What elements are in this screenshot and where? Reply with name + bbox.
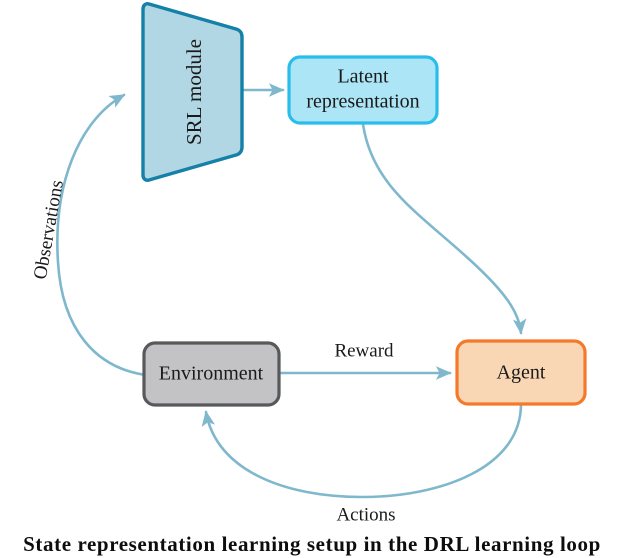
node-srl-module[interactable]: SRL module [141, 2, 244, 182]
actions-arrow-path [201, 402, 523, 499]
edge-actions: Actions [201, 402, 523, 525]
edge-reward: Reward [277, 340, 452, 380]
edge-latent-to-agent [361, 122, 527, 335]
latent-representation-shape [287, 55, 439, 125]
figure-caption: State representation learning setup in t… [23, 536, 601, 556]
environment-label: Environment [159, 363, 264, 385]
observations-arrow-path [56, 93, 148, 377]
latent-representation-label-line1: Latent [337, 66, 389, 88]
figure-caption-clip: State representation learning setup in t… [0, 536, 624, 558]
agent-shape [455, 339, 587, 406]
latent-representation-label-line2: representation [306, 91, 419, 113]
agent-label: Agent [497, 362, 546, 384]
edge-observations: Observations [30, 93, 148, 377]
node-latent-representation[interactable]: Latent representation [287, 55, 439, 125]
node-agent[interactable]: Agent [455, 339, 587, 406]
edge-label-observations: Observations [30, 179, 68, 281]
srl-module-label: SRL module [182, 39, 206, 145]
edge-label-actions: Actions [336, 504, 395, 525]
edge-label-reward: Reward [334, 340, 394, 361]
environment-shape [142, 341, 281, 407]
srl-module-shape [141, 2, 244, 182]
latent-to-agent-arrow-path [361, 122, 527, 335]
node-environment[interactable]: Environment [142, 341, 281, 407]
